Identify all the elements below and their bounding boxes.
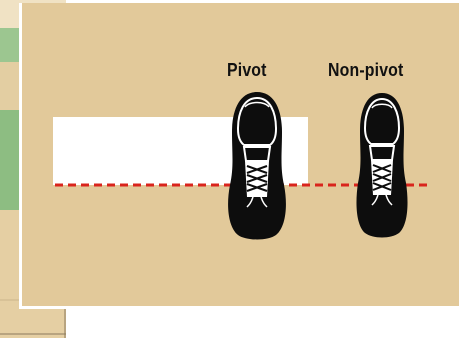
- non-pivot-label: Non-pivot: [328, 60, 404, 80]
- pivot-shoe: [228, 92, 286, 240]
- pivot-label: Pivot: [227, 60, 267, 80]
- non-pivot-shoe: [356, 93, 408, 238]
